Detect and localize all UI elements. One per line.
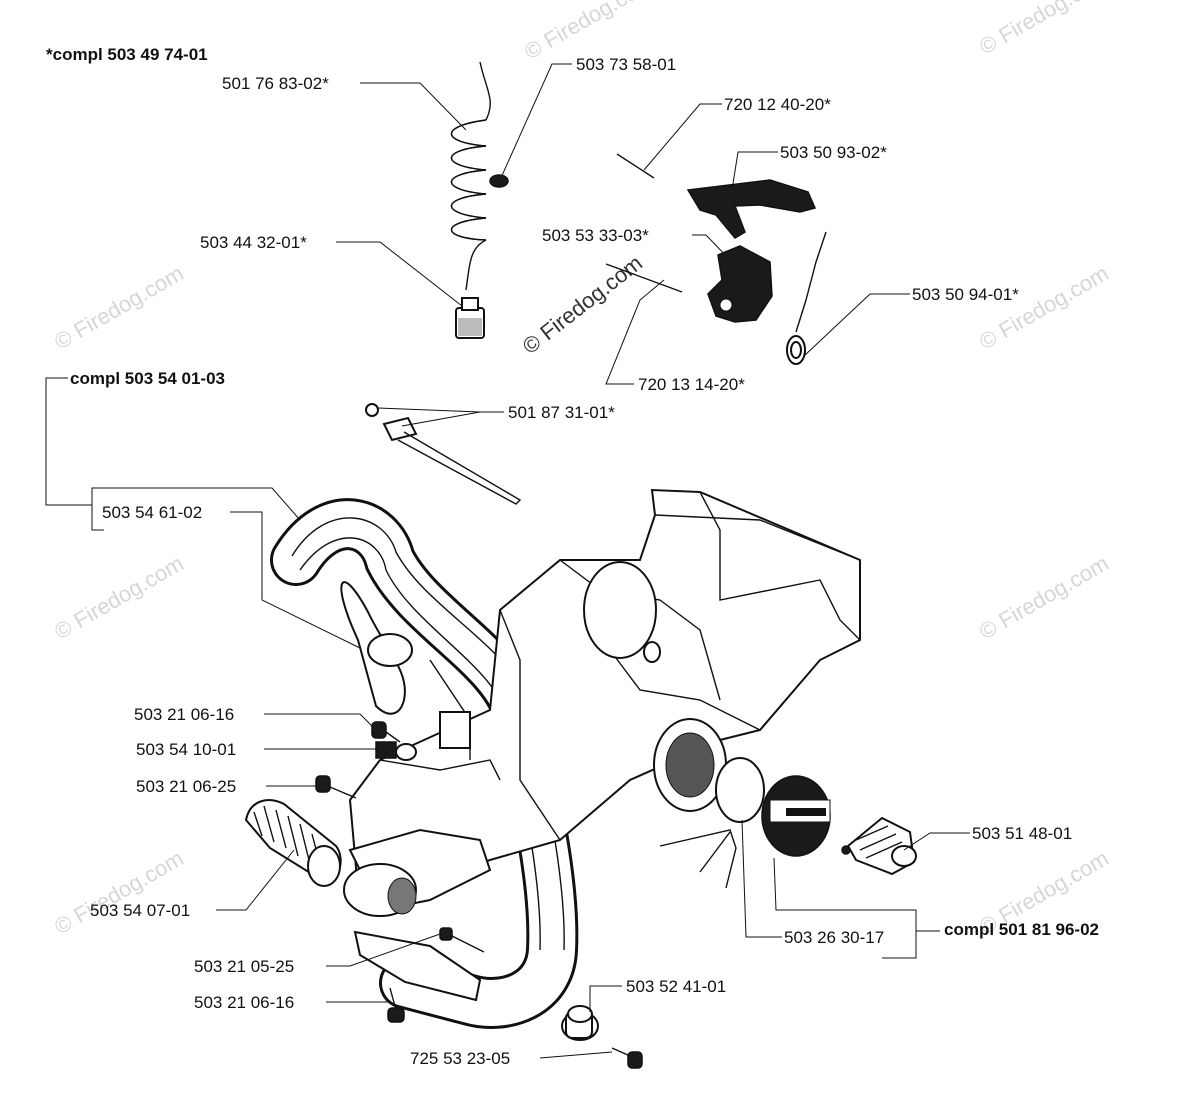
stud-mount (375, 741, 417, 761)
part-label-av-buffer: 503 52 41-01 (626, 977, 726, 996)
part-label-hose-grommet: 503 73 58-01 (576, 55, 676, 74)
screw-c (439, 927, 485, 953)
oil-pump-adjuster (365, 403, 522, 505)
part-label-screw-e: 725 53 23-05 (410, 1049, 510, 1068)
part-label-fuel-hose: 501 76 83-02* (222, 74, 329, 93)
screw-a (371, 721, 401, 743)
pin-a (616, 153, 655, 179)
labels: *compl 503 49 74-01 501 76 83-02* 503 73… (46, 45, 1099, 1068)
throttle-lockout (707, 245, 773, 323)
part-label-check-valve: 503 51 48-01 (972, 824, 1072, 843)
watermark: © Firedog.com (975, 260, 1113, 354)
part-label-pin-a: 720 12 40-20* (724, 95, 831, 114)
part-label-oil-pump-adjuster: 501 87 31-01* (508, 403, 615, 422)
o-ring (659, 757, 765, 889)
part-label-throttle-lockout: 503 53 33-03* (542, 226, 649, 245)
part-label-pin-b: 720 13 14-20* (638, 375, 745, 394)
assembly-label-handle-kit: compl 503 54 01-03 (70, 369, 225, 388)
assembly-label-cap-kit: compl 501 81 96-02 (944, 920, 1099, 939)
watermark: © Firedog.com (50, 550, 188, 644)
av-spring (244, 799, 342, 887)
check-valve (841, 816, 917, 876)
watermark: © Firedog.com (975, 550, 1113, 644)
part-label-trigger-spring: 503 50 94-01* (912, 285, 1019, 304)
screw-d (387, 987, 405, 1023)
throttle-trigger (686, 179, 817, 239)
part-label-throttle-trigger: 503 50 93-02* (780, 143, 887, 162)
screw-b (315, 775, 357, 799)
tank-cap (761, 775, 831, 857)
part-label-stud-mount: 503 54 10-01 (136, 740, 236, 759)
part-label-front-handle: 503 54 61-02 (102, 503, 202, 522)
pin-b (605, 263, 683, 293)
av-buffer (561, 1005, 599, 1041)
leader-lines (45, 63, 970, 1059)
part-label-screw-a: 503 21 06-16 (134, 705, 234, 724)
part-label-fuel-filter: 503 44 32-01* (200, 233, 307, 252)
screw-e (611, 1047, 643, 1069)
fuel-filter (455, 297, 485, 339)
watermark: © Firedog.com (50, 845, 188, 939)
part-label-tank-cap: 503 26 30-17 (784, 928, 884, 947)
assembly-label-fuel-kit: *compl 503 49 74-01 (46, 45, 208, 64)
trigger-spring (786, 231, 827, 365)
watermark: © Firedog.com (50, 260, 188, 354)
fuel-hose (451, 61, 509, 291)
part-label-screw-d: 503 21 06-16 (194, 993, 294, 1012)
part-label-screw-c: 503 21 05-25 (194, 957, 294, 976)
part-label-av-spring: 503 54 07-01 (90, 901, 190, 920)
part-label-screw-b: 503 21 06-25 (136, 777, 236, 796)
bottom-bracket (353, 930, 482, 1002)
center-watermark: © Firedog.com (518, 250, 647, 359)
watermark: © Firedog.com (975, 0, 1113, 59)
tank-housing (343, 488, 861, 917)
